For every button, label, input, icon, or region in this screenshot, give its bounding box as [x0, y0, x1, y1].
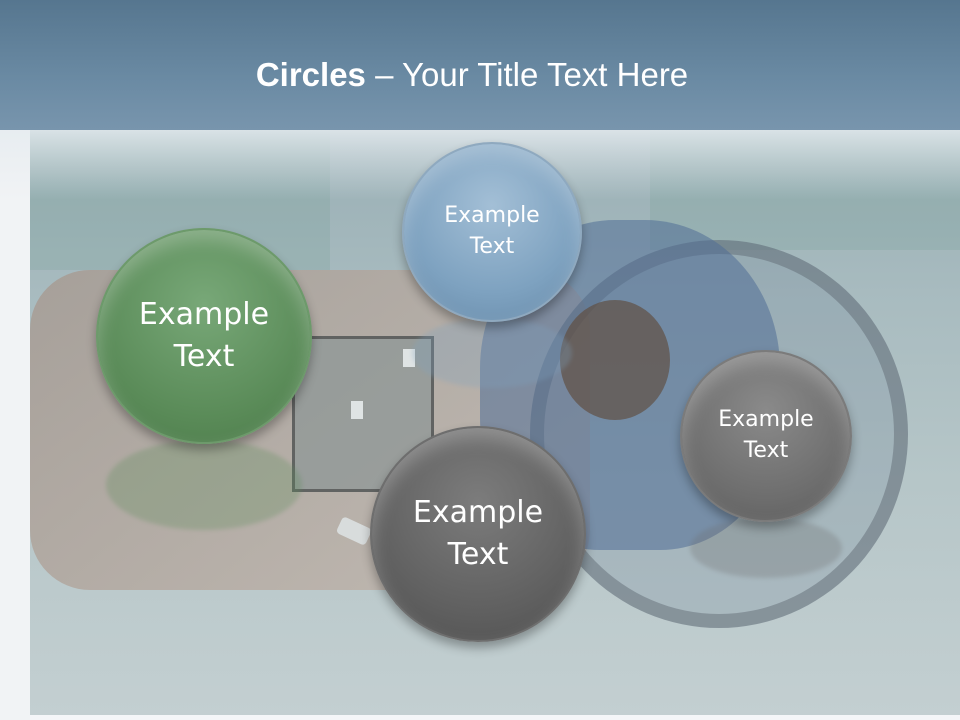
left-margin-strip [0, 130, 30, 720]
person-head-shape [560, 300, 670, 420]
circle-reflection [412, 318, 572, 388]
circle-text: Example Text [413, 492, 543, 576]
circle-text-line: Text [743, 438, 789, 463]
title-rest: – Your Title Text Here [365, 56, 689, 93]
circle-text: Example Text [718, 405, 813, 467]
circle-text-line: Text [447, 537, 509, 572]
circle-blue[interactable]: Example Text [402, 142, 582, 322]
laptop-sticker [403, 349, 415, 367]
title-bold: Circles [255, 56, 366, 93]
circle-text: Example Text [444, 201, 539, 263]
circle-green[interactable]: Example Text [96, 228, 312, 444]
circle-text-line: Example [718, 407, 814, 433]
circle-text-line: Text [173, 339, 235, 374]
circle-text: Example Text [139, 294, 269, 378]
circle-dark[interactable]: Example Text [370, 426, 586, 642]
title-bar [0, 0, 960, 130]
circle-reflection [106, 440, 302, 530]
circle-text-line: Example [444, 203, 540, 229]
laptop-sticker [351, 401, 363, 419]
circle-text-line: Example [138, 297, 270, 332]
circle-text-line: Example [412, 495, 544, 530]
slide-title[interactable]: Circles – Your Title Text Here [0, 56, 944, 94]
circle-reflection [690, 518, 842, 578]
circle-grey[interactable]: Example Text [680, 350, 852, 522]
circle-text-line: Text [469, 234, 515, 259]
